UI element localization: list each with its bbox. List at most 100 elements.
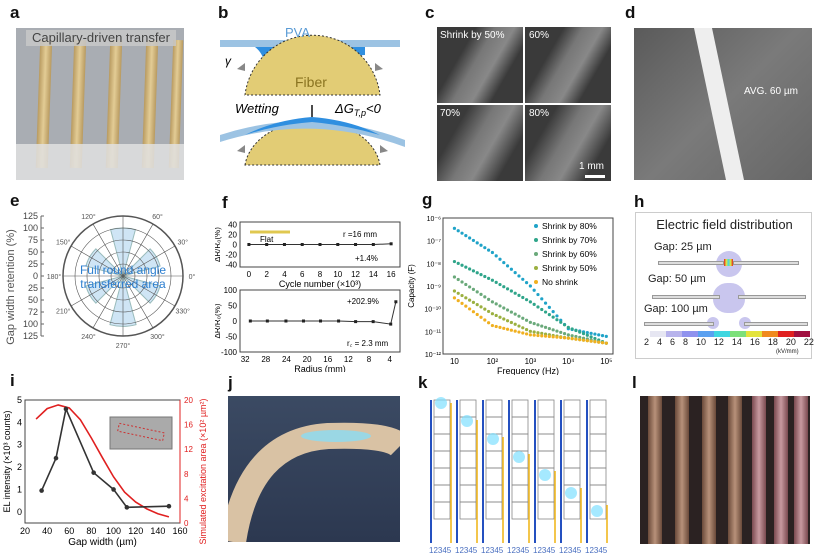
sem-tile-label: Shrink by 50% [440,30,505,41]
radial-tick: 125 [23,212,38,221]
data-point [265,319,269,323]
delta-g-tail: <0 [366,101,382,116]
data-point [494,302,498,306]
data-point [524,281,529,285]
x-tick: 120 [128,526,143,536]
circuit-cell [563,399,581,418]
polar-spoke [122,223,154,277]
data-point [509,267,513,271]
scale-bar [585,175,605,178]
data-point [319,319,323,323]
x-tick: 40 [42,526,52,536]
data-point [471,310,476,314]
data-point [487,276,491,280]
angle-tick: 210° [56,308,71,316]
y-tick: 0 [233,241,238,250]
circuit-cell [563,450,581,469]
data-point [551,335,555,339]
capillary-transfer-photo: Capillary-driven transfer [16,28,184,180]
x-tick: 80 [86,526,96,536]
emission-spot [539,469,551,481]
data-point [502,306,506,310]
data-point [517,314,521,318]
colorbar-segment [666,331,682,337]
circuit-cell [433,433,451,452]
circuit-cell [485,467,503,486]
gap-label: Gap: 50 µm [648,273,706,285]
y2-tick: 8 [184,470,189,479]
data-point [597,340,601,344]
data-point [593,332,597,336]
wetting-diagram: PVA Fiber γ Wetting ΔGT,p<0 [220,25,405,166]
radial-tick: 100 [23,223,38,233]
fiber-emission-photo [640,396,810,544]
data-point [483,246,487,250]
data-point [483,307,487,311]
data-point [555,335,559,339]
data-point [505,308,510,312]
x-tick: 100 [106,526,121,536]
polar-spoke [92,223,124,277]
data-point [498,325,502,330]
circuit-cell [511,399,529,418]
data-point [555,318,559,322]
plot-frame [239,289,401,353]
y2-axis-label: Simulated excitation area (×10² µm²) [198,399,208,545]
y-tick: -40 [225,261,237,270]
data-point [265,243,269,246]
radial-tick: 125 [23,331,38,341]
data-point [371,320,375,324]
data-point [547,326,551,331]
x-tick: 60 [64,526,74,536]
colorbar-segment [650,331,666,337]
data-point [494,324,498,329]
data-point [284,319,288,323]
data-point [521,326,525,330]
x-tick: 10³ [525,357,537,366]
data-point [547,312,551,317]
x-tick: 8 [367,355,372,364]
colorbar-segment [746,331,762,337]
data-point [517,274,521,278]
circuit-cell [537,399,555,418]
data-point [468,267,472,271]
data-point [524,318,529,322]
data-point [509,289,513,293]
simulated-area-line [35,404,170,518]
data-point [371,243,375,246]
x-tick: 12 [344,355,353,364]
data-point [166,503,172,509]
data-point [456,229,460,233]
data-point [604,341,608,345]
legend-label: Shrink by 70% [542,235,597,245]
legend-marker [534,280,538,284]
data-point [559,330,563,334]
pin-label: 12345 [481,546,504,555]
polar-chart: Gap width retention (%)12510075502502550… [5,212,196,350]
colorbar-segment [714,331,730,337]
circuit-cell [537,501,555,520]
legend-marker [534,266,538,270]
panel-label-i: i [10,371,15,390]
data-point [524,332,529,336]
data-point [566,333,570,337]
colorbar-segment [698,331,714,337]
colorbar-tick: 8 [682,337,688,347]
data-point [300,243,304,246]
data-point [589,339,593,343]
data-point [464,296,468,300]
y-tick: 4 [17,417,22,427]
circuit-cell [459,399,477,418]
data-point [483,318,487,322]
data-point [578,330,582,334]
data-point [570,337,574,341]
polar-spoke [122,245,176,277]
emission-spot [487,433,499,445]
circuit-cell [537,433,555,452]
x-tick: 12 [351,270,360,279]
data-point [543,325,548,329]
gap-label: Gap: 25 µm [654,241,712,253]
x-tick: 24 [282,355,291,364]
circuit-cell [589,484,607,503]
panel-label-f: f [222,193,228,212]
